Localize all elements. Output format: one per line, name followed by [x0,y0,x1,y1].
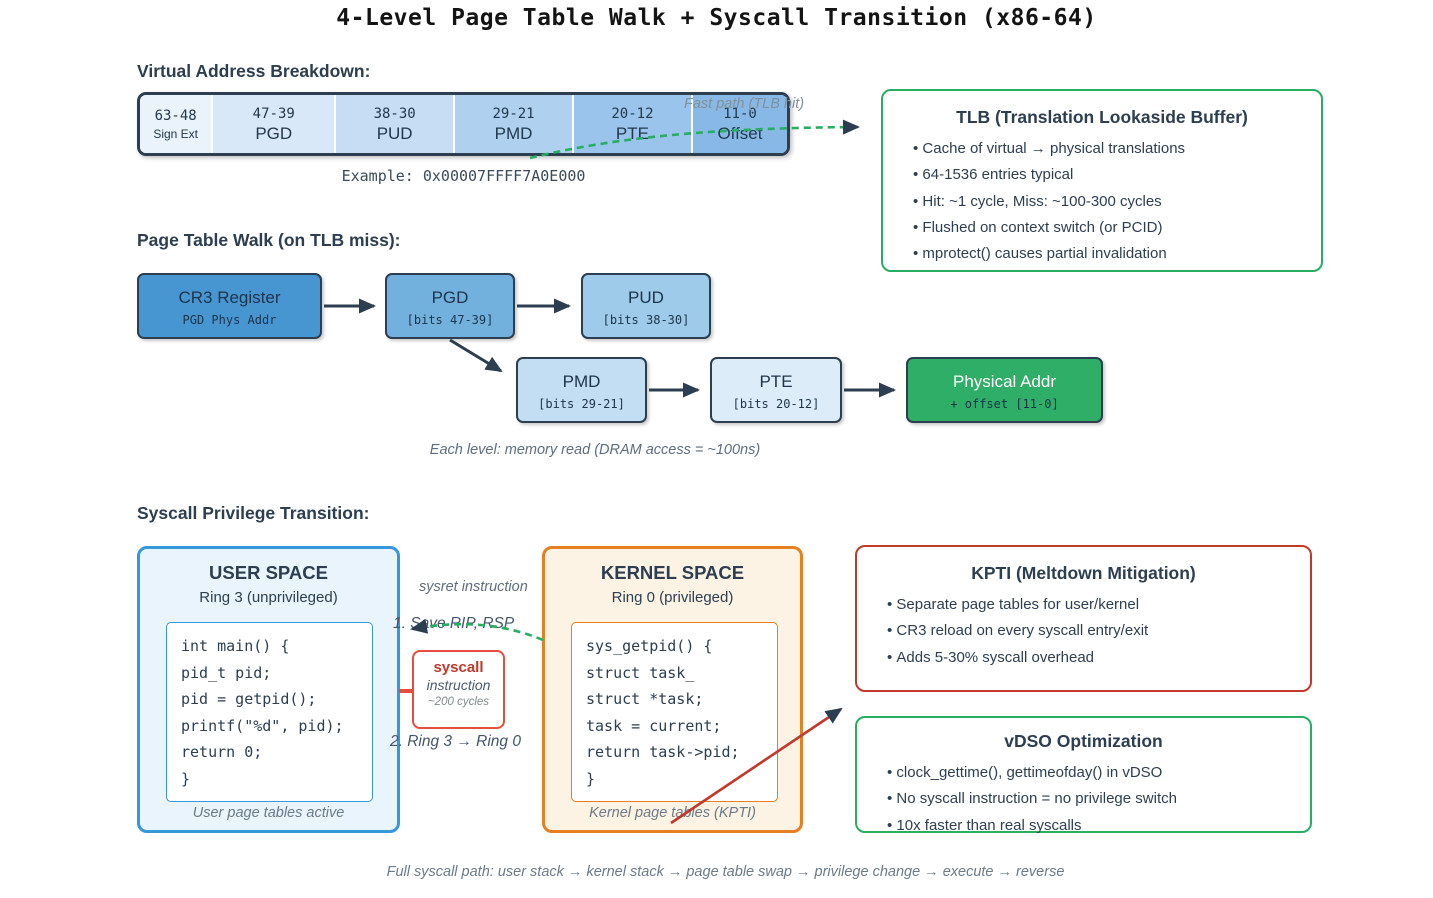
tlb-bullet-list: Cache of virtual → physical translations… [883,136,1321,267]
walk-node-label: PTE [759,371,793,391]
tlb-bullet: 64-1536 entries typical [913,162,1321,188]
tlb-bullet: Hit: ~1 cycle, Miss: ~100-300 cycles [913,189,1321,215]
va-cell-label: Offset [717,124,763,143]
kernel-space-subtitle: Ring 0 (privileged) [611,589,734,606]
code-line: sys_getpid() { [586,637,713,655]
syscall-title: syscall [433,659,484,676]
va-bits-range: 47-39 [252,106,295,122]
user-space-box: USER SPACE Ring 3 (unprivileged) int mai… [137,546,400,833]
heading-page-table-walk: Page Table Walk (on TLB miss): [137,230,401,250]
tlb-bullet: Flushed on context switch (or PCID) [913,215,1321,241]
vdso-bullet: clock_gettime(), gettimeofday() in vDSO [887,760,1310,786]
va-cell-label: Sign Ext [153,127,199,141]
fast-path-label: Fast path (TLB hit) [684,96,805,112]
heading-syscall-transition: Syscall Privilege Transition: [137,503,370,523]
code-line: pid = getpid(); [181,690,317,708]
syscall-subtitle: instruction [426,677,491,693]
kpti-title: KPTI (Meltdown Mitigation) [971,563,1196,583]
kpti-bullet: CR3 reload on every syscall entry/exit [887,618,1310,644]
walk-node-label: CR3 Register [178,287,281,307]
va-cell-pmd: 29-21 PMD [455,95,574,153]
walk-node-physical-addr: Physical Addr + offset [11-0] [906,357,1103,423]
kpti-bullet: Adds 5-30% syscall overhead [887,645,1310,671]
user-space-footer: User page tables active [192,805,345,821]
walk-node-sub: [bits 20-12] [732,396,820,411]
va-cell-sign-ext: 63-48 Sign Ext [140,95,214,153]
va-bits-range: 11-0 [723,106,757,122]
walk-node-label: PMD [562,371,601,391]
walk-node-pmd: PMD [bits 29-21] [516,357,647,423]
kpti-bullet-list: Separate page tables for user/kernel CR3… [857,592,1310,671]
full-syscall-path-caption: Full syscall path: user stack → kernel s… [386,864,1065,880]
step2-label: 2. Ring 3 → Ring 0 [390,733,521,750]
step1-label: 1. Save RIP, RSP [393,615,515,632]
page-title: 4-Level Page Table Walk + Syscall Transi… [336,5,1097,31]
va-bits-range: 20-12 [611,106,654,122]
code-line: struct task_ [586,663,695,682]
va-cell-label: PTE [615,124,649,143]
walk-node-pte: PTE [bits 20-12] [710,357,842,423]
walk-node-sub: [bits 29-21] [538,396,625,411]
user-space-title: USER SPACE [209,562,328,583]
vdso-bullet-list: clock_gettime(), gettimeofday() in vDSO … [857,760,1310,839]
vdso-title: vDSO Optimization [1004,731,1163,751]
example-address: Example: 0x00007FFFF7A0E000 [341,167,586,185]
walk-node-label: Physical Addr [953,371,1056,391]
kernel-code-box: sys_getpid() { struct task_ struct *task… [571,622,778,802]
kpti-info-box: KPTI (Meltdown Mitigation) Separate page… [855,545,1312,692]
tlb-bullet: mprotect() causes partial invalidation [913,241,1321,267]
tlb-bullet: Cache of virtual → physical translations [913,136,1321,162]
va-bits-range: 29-21 [492,106,535,122]
code-line: return task->pid; [586,743,740,761]
vdso-info-box: vDSO Optimization clock_gettime(), getti… [855,716,1312,834]
code-line: pid_t pid; [181,663,272,682]
va-cell-pgd: 47-39 PGD [213,95,337,153]
walk-node-label: PGD [431,287,469,307]
walk-node-label: PUD [628,287,664,307]
tlb-title: TLB (Translation Lookaside Buffer) [956,107,1248,127]
vdso-bullet: 10x faster than real syscalls [887,813,1310,839]
kpti-bullet: Separate page tables for user/kernel [887,592,1310,618]
kernel-space-title: KERNEL SPACE [600,562,745,583]
sysret-label: sysret instruction [419,579,528,595]
walk-node-sub: PGD Phys Addr [182,312,277,327]
user-space-subtitle: Ring 3 (unprivileged) [199,589,338,606]
code-line: int main() { [181,637,290,655]
walk-node-sub: + offset [11-0] [950,396,1059,411]
heading-virtual-address-breakdown: Virtual Address Breakdown: [137,61,371,81]
va-bits-range: 38-30 [373,106,416,122]
walk-node-pud: PUD [bits 38-30] [581,273,711,339]
arrow-pgd-to-pmd [449,338,503,373]
code-line: return 0; [181,743,263,761]
walk-node-sub: [bits 38-30] [602,312,690,327]
virtual-address-bar: 63-48 Sign Ext 47-39 PGD 38-30 PUD 29-21… [137,92,790,156]
code-line: struct *task; [586,690,704,708]
va-bits-range: 63-48 [154,108,197,124]
kernel-space-footer: Kernel page tables (KPTI) [589,805,756,821]
code-line: } [586,769,596,788]
va-cell-pte: 20-12 PTE [574,95,693,153]
walk-node-pgd: PGD [bits 47-39] [385,273,515,339]
code-line: } [181,769,191,788]
va-cell-label: PMD [494,124,533,143]
walk-node-sub: [bits 47-39] [406,312,494,327]
syscall-cycles: ~200 cycles [427,696,490,708]
walk-caption: Each level: memory read (DRAM access = ~… [429,442,761,458]
syscall-instruction-box: syscall instruction ~200 cycles [412,650,505,729]
va-cell-label: PUD [376,124,413,143]
vdso-bullet: No syscall instruction = no privilege sw… [887,786,1310,812]
tlb-info-box: TLB (Translation Lookaside Buffer) Cache… [881,89,1323,272]
code-line: task = current; [586,716,722,735]
code-line: printf("%d", pid); [181,716,344,735]
va-cell-pud: 38-30 PUD [336,95,456,153]
user-code-box: int main() { pid_t pid; pid = getpid(); … [166,622,373,802]
va-cell-label: PGD [255,124,293,143]
kernel-space-box: KERNEL SPACE Ring 0 (privileged) sys_get… [542,546,803,833]
walk-node-cr3: CR3 Register PGD Phys Addr [137,273,322,339]
